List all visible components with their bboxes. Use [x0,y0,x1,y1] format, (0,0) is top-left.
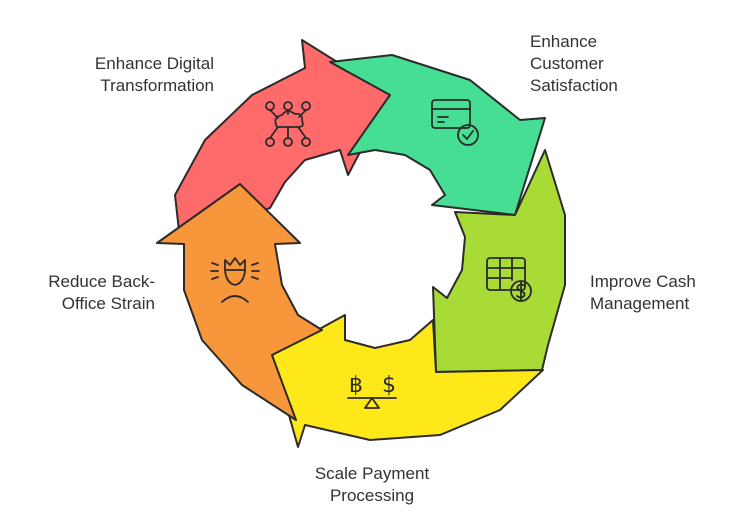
label-reduce-back-office-strain: Reduce Back- Office Strain [0,271,155,315]
label-improve-cash-management: Improve Cash Management [590,271,740,315]
segment-cash-management [432,149,566,373]
label-enhance-digital-transformation: Enhance Digital Transformation [60,53,214,97]
segment-back-office-strain [156,183,323,421]
cloud-network-icon [265,101,311,147]
label-line: Transformation [100,76,214,95]
label-line: Enhance [530,32,598,51]
card-check-icon [431,99,479,146]
label-scale-payment-processing: Scale Payment Processing [282,463,462,507]
label-line: Customer [530,54,604,73]
label-line: Office Strain [61,294,155,313]
label-line: Processing [329,486,415,505]
label-line: Reduce Back- [48,272,155,291]
label-line: Scale Payment [314,464,430,483]
label-enhance-customer-satisfaction: Enhance Customer Satisfaction [530,31,680,97]
label-line: Enhance Digital [94,54,214,73]
stressed-person-icon [210,257,260,303]
segment-customer-satisfaction [329,54,546,216]
ledger-dollar-icon [486,257,532,302]
label-line: Satisfaction [530,76,618,95]
dollar-glyph: $ [382,373,396,398]
currency-balance-icon: ฿ $ [347,373,397,409]
baht-glyph: ฿ [349,373,363,398]
label-line: Management [590,294,690,313]
label-line: Improve Cash [590,272,696,291]
